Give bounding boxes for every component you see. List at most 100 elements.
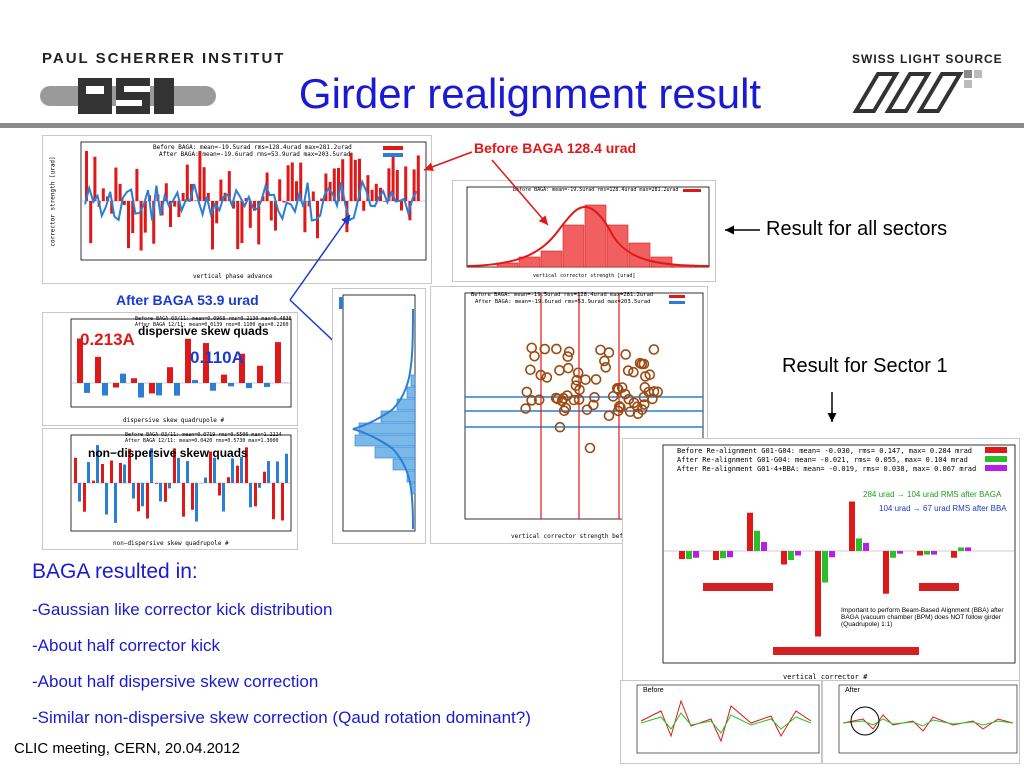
top-legend-before: Before BAGA: mean=-19.5urad rms=128.4ura… <box>153 144 352 151</box>
skew2-bar-before <box>245 447 248 483</box>
top-bar <box>206 193 210 201</box>
scatter-point <box>640 371 651 382</box>
top-bar <box>282 201 286 203</box>
baga-item-4: -Similar non-dispersive skew correction … <box>32 708 531 727</box>
skew2-bar-before <box>164 483 167 502</box>
top-bar <box>181 192 185 201</box>
scatter-point <box>607 391 619 402</box>
top-bar <box>101 188 105 201</box>
scatter-point <box>611 383 623 394</box>
hist-xlabel: vertical corrector strength [urad] <box>533 273 636 279</box>
sector1-bar <box>951 551 957 558</box>
top-bar <box>177 201 181 218</box>
small-after-label: After <box>845 687 860 694</box>
skew1-bar-after <box>174 383 180 396</box>
skew2-bar-before <box>110 460 113 483</box>
small-before-label: Before <box>643 687 664 694</box>
sector1-bar <box>863 542 869 551</box>
scatter-point <box>535 369 547 381</box>
top-bar <box>127 201 130 249</box>
top-bar <box>164 183 168 201</box>
skew2-bar-before <box>227 477 230 483</box>
top-xlabel: vertical phase advance <box>193 273 273 280</box>
skew1-bar-after <box>102 383 108 396</box>
top-bar <box>274 201 277 231</box>
scatter-point <box>521 386 533 398</box>
skew1-bar-before <box>203 343 209 383</box>
dispersive-label: dispersive skew quads <box>138 324 269 338</box>
scatter-point <box>520 403 531 414</box>
sector1-legend1: Before Re-alignment G01-G04: mean= -0.03… <box>677 447 973 455</box>
scatter-point <box>526 395 537 406</box>
scatter-point <box>581 404 593 415</box>
top-bar <box>122 201 126 205</box>
sector1-bar <box>815 551 821 637</box>
sector1-legend3: After Re-alignment G01-4+BBA: mean= -0.0… <box>677 465 977 473</box>
baga-item-2: -About half corrector kick <box>32 636 221 655</box>
sector1-bar <box>679 551 685 560</box>
top-bar <box>198 151 202 201</box>
scatter-point <box>632 401 643 412</box>
histogram-plot: Before BAGA: mean=-19.5urad rms=128.4ura… <box>452 180 716 282</box>
hist-legend: Before BAGA: mean=-19.5urad rms=128.4ura… <box>513 187 679 193</box>
sls-text: SWISS LIGHT SOURCE <box>852 52 1003 66</box>
scatter-point <box>622 365 634 376</box>
skew2-bar-before <box>218 483 221 496</box>
skew2-bar-after <box>285 453 288 483</box>
page-title: Girder realignment result <box>298 70 762 117</box>
sector1-bar <box>686 551 692 560</box>
scatter-point <box>561 390 573 401</box>
skew1-bar-after <box>84 383 90 393</box>
skew2-bar-before <box>83 483 86 512</box>
top-bar <box>400 201 403 211</box>
footer-text: CLIC meeting, CERN, 20.04.2012 <box>14 740 240 757</box>
skew2-bar-before <box>182 483 185 517</box>
scatter-point <box>648 344 660 355</box>
skew2-bar-after <box>267 461 270 483</box>
sector1-bar <box>754 530 760 551</box>
sector1-bar <box>761 542 767 551</box>
skew2-bar-before <box>155 483 158 484</box>
baga-title: BAGA resulted in: <box>32 560 198 583</box>
skew2-bar-before <box>191 483 194 510</box>
histogram-svg <box>466 186 710 268</box>
skew2-bar-after <box>114 483 117 523</box>
skew2-legend-after: After BAGA 12/11: mean=0.0420 rms=0.5730… <box>125 438 279 444</box>
girder-band <box>773 647 828 655</box>
skew2-bar-after <box>276 461 279 483</box>
scatter-point <box>584 442 596 454</box>
skew1-bar-before <box>95 356 101 383</box>
top-bar <box>244 198 248 201</box>
top-bar <box>215 201 219 224</box>
vhist-svg <box>339 294 416 532</box>
skew2-bar-after <box>123 464 126 483</box>
skew1-bar-after <box>264 383 270 387</box>
top-bar <box>362 201 366 211</box>
girder-band <box>919 583 959 591</box>
skew2-bar-after <box>132 483 135 499</box>
scatter-point <box>620 349 632 360</box>
sector1-bar <box>788 551 794 560</box>
scatter-point <box>614 401 625 412</box>
val-after: 0.110A <box>190 348 244 367</box>
top-bar <box>219 179 223 201</box>
skew2-bar-after <box>150 448 153 483</box>
hist-bar <box>540 250 563 268</box>
top-bar <box>320 198 324 201</box>
small-before-svg <box>636 684 820 754</box>
scatter-point <box>572 367 584 379</box>
skew1-bar-before <box>167 367 173 383</box>
sector1-note-bba: Important to perform Beam-Based Alignmen… <box>841 607 1004 628</box>
hist-bar <box>628 242 651 268</box>
scatter-point <box>562 351 574 362</box>
top-bar <box>278 179 282 201</box>
skew2-bar-after <box>141 483 144 507</box>
dispersive-skew-plot: Before BAGA 03/11: mean=0.0968 rms=0.213… <box>42 312 298 426</box>
sls-logo <box>852 70 982 113</box>
top-bar <box>337 167 340 201</box>
skew2-bar-after <box>159 483 162 502</box>
scatter-xlabel: vertical corrector strength befo <box>511 533 627 540</box>
scatter-point <box>599 355 610 367</box>
top-corrector-plot: Before BAGA: mean=-19.5urad rms=128.4ura… <box>42 135 432 284</box>
skew2-bar-after <box>105 483 108 515</box>
